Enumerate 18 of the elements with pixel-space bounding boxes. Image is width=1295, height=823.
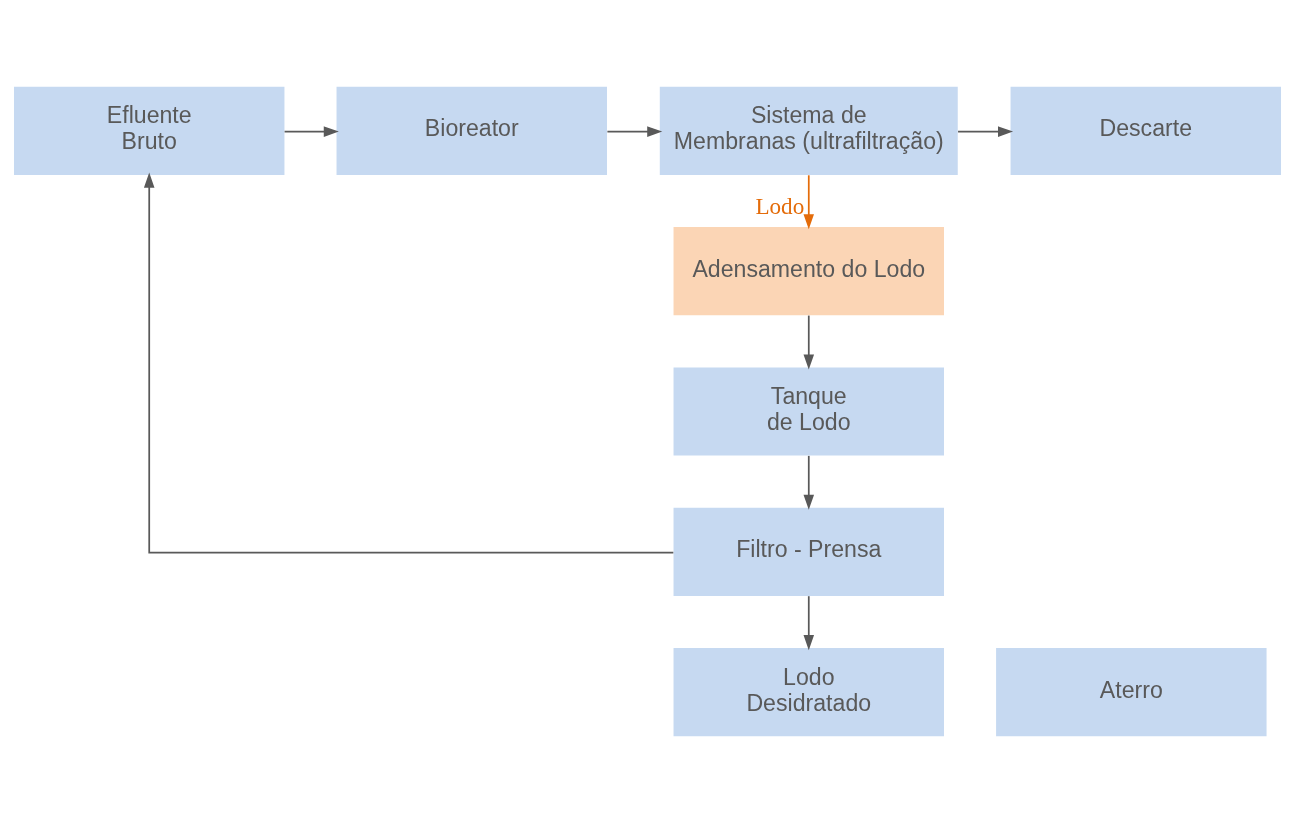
arrow: [283, 126, 339, 137]
node-box: Adensamento do Lodo: [673, 227, 944, 316]
arrow: [803, 314, 815, 370]
arrow: [957, 126, 1014, 137]
edge-label: Lodo: [755, 192, 805, 219]
node-box: Filtro - Prensa: [673, 507, 944, 596]
arrow: [143, 172, 675, 554]
node-box: Efluente Bruto: [14, 86, 285, 175]
node-box: Lodo Desidratado: [673, 648, 944, 737]
arrow: [803, 595, 815, 651]
node-box: Bioreator: [336, 86, 607, 175]
node-box: Sistema de Membranas (ultrafiltração): [659, 86, 958, 175]
arrow: [803, 174, 815, 230]
node-box: Descarte: [1010, 86, 1281, 175]
node-box: Tanque de Lodo: [673, 367, 944, 456]
node-box: Aterro: [996, 648, 1267, 737]
arrow: [606, 126, 663, 137]
arrow: [803, 455, 815, 510]
